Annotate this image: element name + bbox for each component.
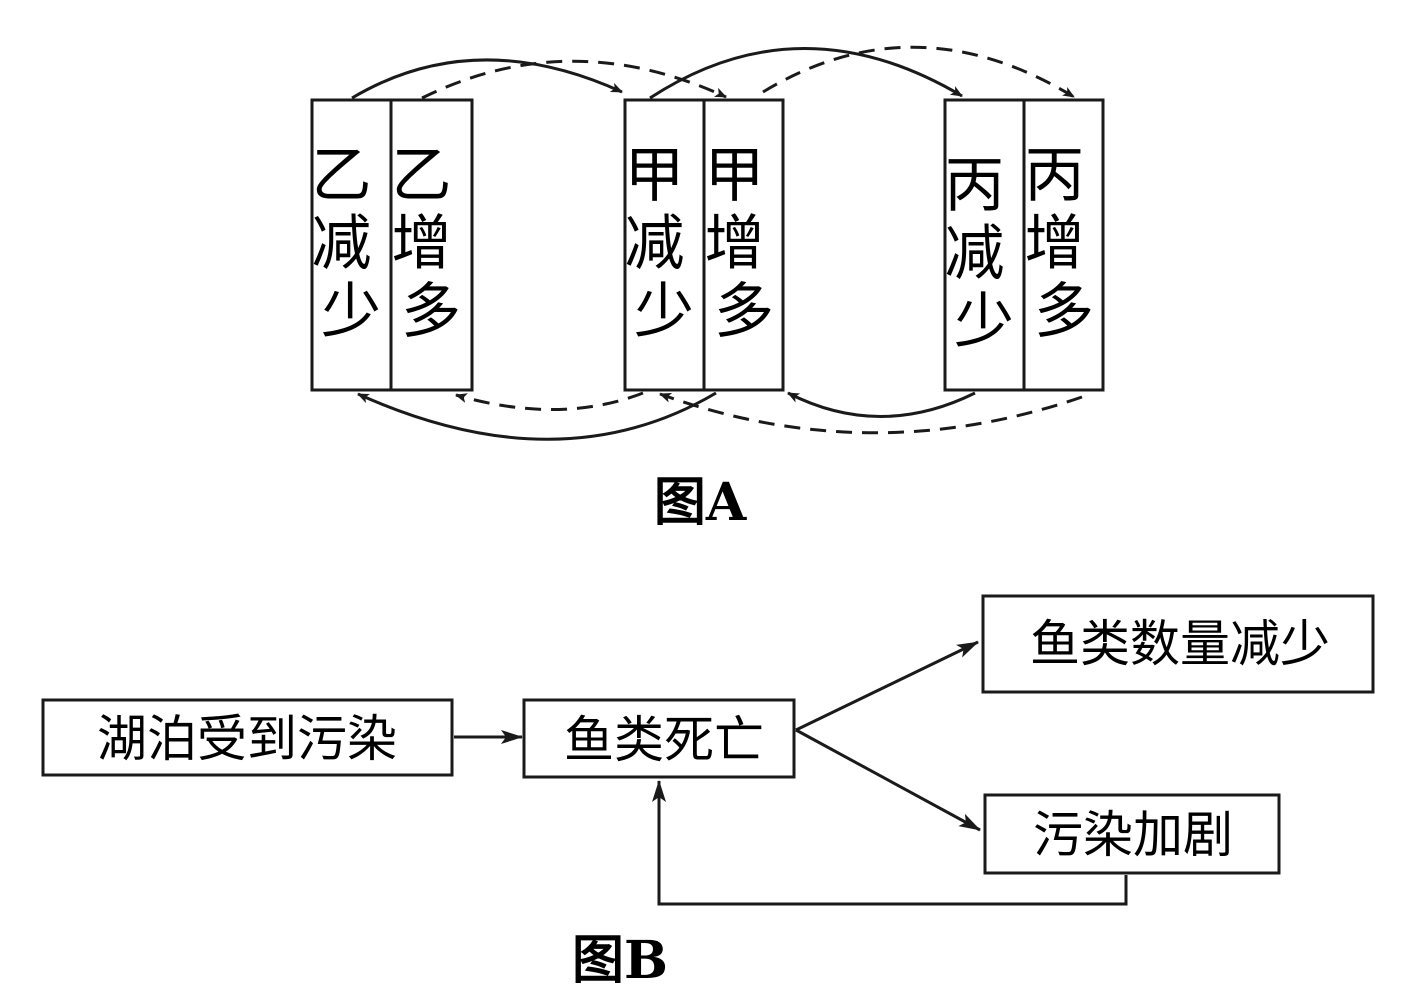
caption-figure-b: 图B [572, 930, 668, 991]
label-jia-increase: 甲 增 多 [704, 141, 783, 347]
figure-a [310, 98, 1105, 392]
arrow-feedback-loop [652, 780, 1128, 906]
arrow-jia-dec-to-bing-dec [649, 47, 963, 100]
caption-figure-a: 图A [654, 472, 747, 533]
node-lake-polluted [41, 698, 454, 777]
arrow-jia-inc-to-yi-dec [357, 391, 717, 441]
arrow-jia-inc-to-bing-inc [762, 45, 1075, 99]
arrow-jia-dec-to-yi-inc [455, 391, 644, 411]
node-pollution-worsens-label: 污染加剧 [1033, 806, 1233, 864]
arrow-yi-inc-to-jia-inc [421, 59, 727, 100]
node-pollution-worsens [983, 793, 1281, 875]
label-bing-decrease: 丙 减 少 [944, 151, 1023, 357]
node-lake-polluted-label: 湖泊受到污染 [97, 710, 397, 768]
bottom-arrows [357, 391, 1083, 441]
top-arrows [351, 45, 1075, 100]
arrow-bing-inc-to-jia-dec [659, 392, 1083, 435]
label-bing-increase: 丙 增 多 [1024, 141, 1103, 347]
label-yi-decrease: 乙 减 少 [311, 141, 390, 347]
node-fish-death [522, 698, 796, 779]
arrow-bing-dec-to-jia-inc [787, 391, 976, 418]
arrow-death-to-decrease [795, 640, 979, 732]
label-jia-decrease: 甲 减 少 [624, 141, 703, 347]
figure-b [41, 594, 1375, 906]
arrow-yi-dec-to-jia-dec [351, 58, 623, 100]
label-yi-increase: 乙 增 多 [391, 141, 470, 347]
node-fish-decrease-label: 鱼类数量减少 [1030, 615, 1330, 673]
node-fish-death-label: 鱼类死亡 [564, 711, 764, 769]
node-fish-decrease [981, 594, 1375, 694]
arrow-death-to-worsens [795, 728, 981, 832]
